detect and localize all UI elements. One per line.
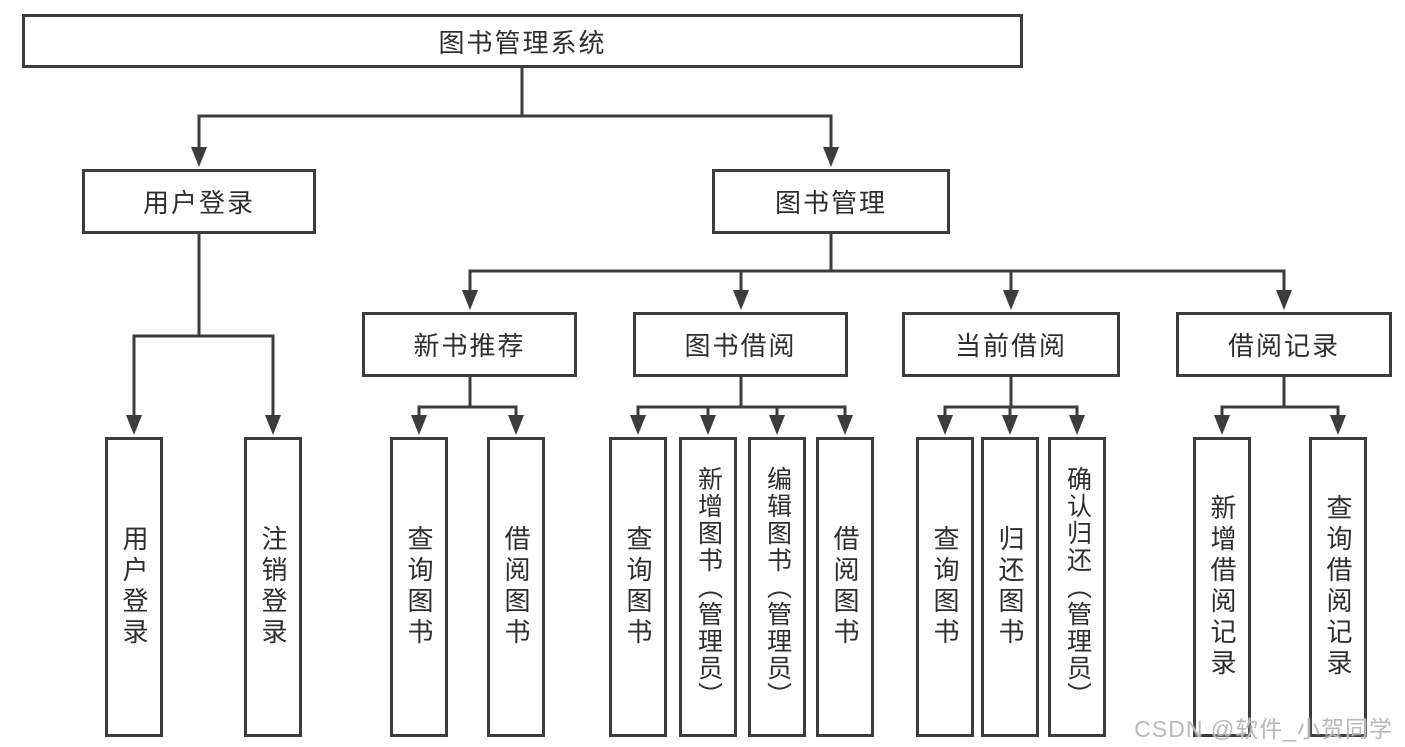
- leaf-confirm-return-admin: 确认归还（管理员）: [1048, 437, 1106, 737]
- leaf-logout: 注销登录: [244, 437, 302, 737]
- node-borrow-records: 借阅记录: [1176, 312, 1392, 377]
- leaf-query-books-recommend: 查询图书: [390, 437, 448, 737]
- node-book-management: 图书管理: [712, 169, 950, 234]
- leaf-label: 用户登录: [119, 525, 149, 649]
- leaf-label: 注销登录: [258, 525, 288, 649]
- csdn-watermark: CSDN @软件_小贺同学: [1134, 716, 1393, 742]
- leaf-query-borrow-record: 查询借阅记录: [1309, 437, 1367, 737]
- leaf-label: 查询借阅记录: [1323, 494, 1353, 680]
- leaf-label: 新增图书（管理员）: [694, 465, 723, 709]
- leaf-query-books-borrowing: 查询图书: [609, 437, 667, 737]
- leaf-borrow-books-recommend: 借阅图书: [487, 437, 545, 737]
- leaf-label: 查询图书: [930, 525, 960, 649]
- leaf-edit-books-admin: 编辑图书（管理员）: [748, 437, 806, 737]
- node-book-borrowing: 图书借阅: [633, 312, 848, 377]
- leaf-label: 归还图书: [995, 525, 1025, 649]
- leaf-label: 确认归还（管理员）: [1063, 465, 1092, 709]
- leaf-label: 查询图书: [404, 525, 434, 649]
- arrowheads: [126, 147, 1346, 435]
- leaf-add-borrow-record: 新增借阅记录: [1193, 437, 1251, 737]
- leaf-user-login: 用户登录: [105, 437, 163, 737]
- leaf-borrow-books: 借阅图书: [816, 437, 874, 737]
- leaf-add-books-admin: 新增图书（管理员）: [679, 437, 737, 737]
- leaf-query-books-current: 查询图书: [916, 437, 974, 737]
- leaf-return-books: 归还图书: [981, 437, 1039, 737]
- leaf-label: 查询图书: [623, 525, 653, 649]
- leaf-label: 新增借阅记录: [1207, 494, 1237, 680]
- leaf-label: 借阅图书: [830, 525, 860, 649]
- leaf-label: 借阅图书: [501, 525, 531, 649]
- node-current-borrowing: 当前借阅: [902, 312, 1120, 377]
- node-user-login: 用户登录: [82, 169, 316, 234]
- node-root-system: 图书管理系统: [22, 14, 1023, 68]
- node-new-book-recommend: 新书推荐: [362, 312, 577, 377]
- leaf-label: 编辑图书（管理员）: [763, 465, 792, 709]
